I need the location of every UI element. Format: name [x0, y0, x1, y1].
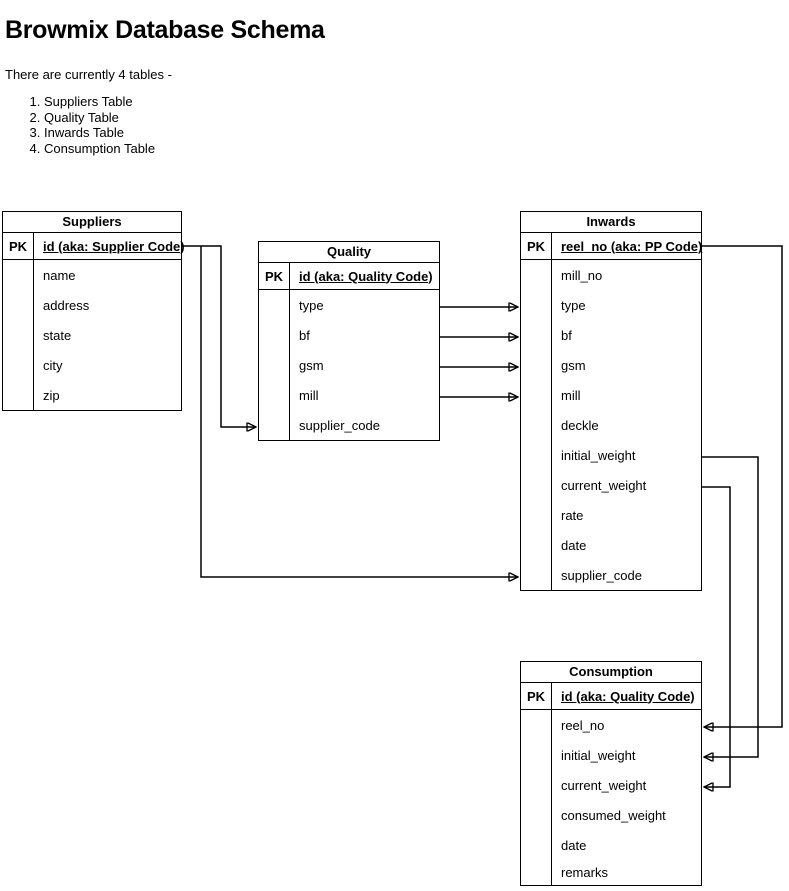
field-row: rate: [561, 507, 584, 523]
table-quality-title: Quality: [259, 242, 439, 263]
field-row: gsm: [299, 357, 324, 373]
table-list-item-suppliers: Suppliers Table: [44, 94, 155, 110]
field-row: current_weight: [561, 777, 647, 793]
table-quality-pk-row: PK id (aka: Quality Code): [259, 263, 439, 290]
table-inwards-title: Inwards: [521, 212, 701, 233]
table-list-item-consumption: Consumption Table: [44, 141, 155, 157]
field-row: bf: [561, 327, 572, 343]
table-quality-pk-field: id (aka: Quality Code): [299, 268, 433, 284]
field-row: mill: [561, 387, 581, 403]
table-list-item-inwards: Inwards Table: [44, 125, 155, 141]
table-inwards-pk-row: PK reel_no (aka: PP Code): [521, 233, 703, 260]
connector-suppliers-id-to-quality-supplier-code: [181, 245, 256, 427]
table-list-item-quality: Quality Table: [44, 110, 155, 126]
connector-inwards-currentweight-to-consumption-currentweight: [701, 486, 731, 787]
table-suppliers-title: Suppliers: [3, 212, 181, 233]
field-row: city: [43, 357, 63, 373]
field-row: name: [43, 267, 76, 283]
field-row: zip: [43, 387, 60, 403]
table-suppliers-body: name address state city zip: [3, 260, 181, 410]
table-inwards-body: mill_no type bf gsm mill deckle initial_…: [521, 260, 701, 590]
pk-column-spacer: [521, 260, 552, 590]
field-row: current_weight: [561, 477, 647, 493]
page-title: Browmix Database Schema: [5, 16, 325, 44]
field-row: gsm: [561, 357, 586, 373]
pk-badge: PK: [521, 683, 552, 709]
field-row: bf: [299, 327, 310, 343]
field-row: consumed_weight: [561, 807, 666, 823]
field-row: initial_weight: [561, 447, 636, 463]
field-row: state: [43, 327, 72, 343]
pk-column-spacer: [3, 260, 34, 410]
table-list: Suppliers Table Quality Table Inwards Ta…: [4, 94, 155, 156]
field-row: type: [561, 297, 586, 313]
table-suppliers-pk-field: id (aka: Supplier Code): [43, 238, 185, 254]
intro-text: There are currently 4 tables -: [5, 67, 172, 82]
field-row: initial_weight: [561, 747, 636, 763]
table-suppliers: Suppliers PK id (aka: Supplier Code) nam…: [2, 211, 185, 411]
table-inwards: Inwards PK reel_no (aka: PP Code) mill_n…: [520, 211, 702, 591]
pk-column-spacer: [259, 290, 290, 440]
field-row: date: [561, 537, 587, 553]
pk-column-spacer: [521, 710, 552, 885]
field-row: address: [43, 297, 90, 313]
table-inwards-pk-field: reel_no (aka: PP Code): [561, 238, 703, 254]
table-suppliers-pk-row: PK id (aka: Supplier Code): [3, 233, 185, 260]
field-row: supplier_code: [299, 417, 380, 433]
field-row: mill: [299, 387, 319, 403]
field-row: type: [299, 297, 324, 313]
table-consumption: Consumption PK id (aka: Quality Code) re…: [520, 661, 702, 886]
table-consumption-pk-row: PK id (aka: Quality Code): [521, 683, 701, 710]
table-consumption-title: Consumption: [521, 662, 701, 683]
pk-badge: PK: [521, 233, 552, 259]
pk-badge: PK: [3, 233, 34, 259]
table-quality-body: type bf gsm mill supplier_code: [259, 290, 439, 440]
pk-badge: PK: [259, 263, 290, 289]
table-quality: Quality PK id (aka: Quality Code) type b…: [258, 241, 440, 441]
table-consumption-body: reel_no initial_weight current_weight co…: [521, 710, 701, 885]
connector-inwards-initialweight-to-consumption-initialweight: [701, 456, 759, 757]
field-row: mill_no: [561, 267, 603, 283]
field-row: deckle: [561, 417, 599, 433]
field-row: reel_no: [561, 717, 605, 733]
field-row: remarks: [561, 865, 608, 880]
connector-inwards-reelno-to-consumption-reelno: [701, 245, 783, 727]
field-row: date: [561, 837, 587, 853]
field-row: supplier_code: [561, 567, 642, 583]
table-consumption-pk-field: id (aka: Quality Code): [561, 688, 695, 704]
